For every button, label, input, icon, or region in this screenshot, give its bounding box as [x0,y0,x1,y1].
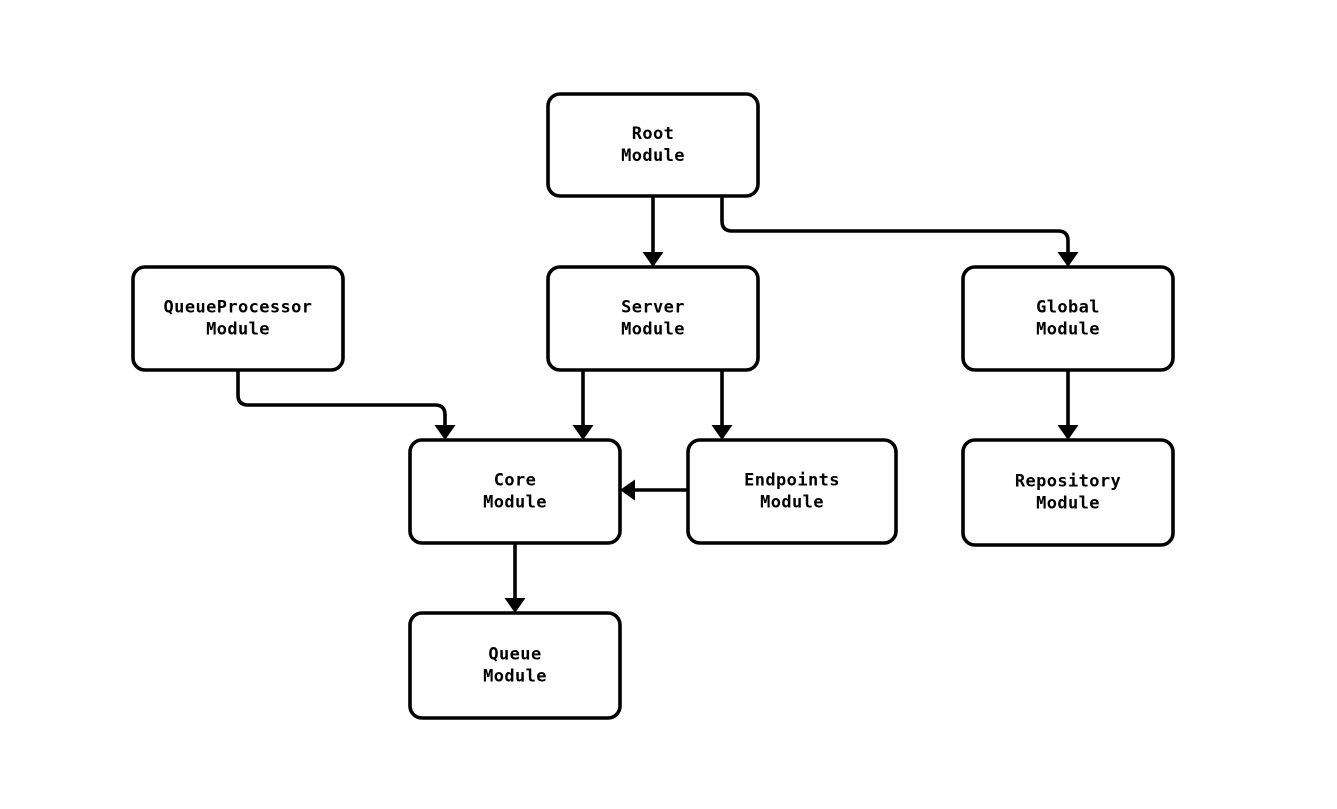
global-module-node-box[interactable] [961,265,1175,372]
arrowhead-icon [1057,425,1079,440]
nodes-layer: RootModuleQueueProcessorModuleServerModu… [131,92,1175,720]
core-module-node-box[interactable] [408,438,622,545]
edge-root-to-server [642,196,664,267]
queueprocessor-module-node-label-line2: Module [206,320,270,340]
edge-core-to-queue [504,543,526,613]
endpoints-module-node-label-line2: Module [760,493,824,513]
edge-global-to-repository [1057,370,1079,440]
edge-endpoints-to-core [620,479,688,501]
queue-module-node-label-line2: Module [483,667,547,687]
arrowhead-icon [1057,252,1079,267]
global-module-node-label-line1: Global [1036,298,1100,318]
edge-server-to-endpoints [711,370,733,440]
edge-server-to-core [572,370,594,440]
queueprocessor-module-node-box[interactable] [131,265,345,372]
repository-module-node-box[interactable] [961,438,1175,547]
arrowhead-icon [642,252,664,267]
server-module-node-label-line1: Server [621,298,685,318]
arrowhead-icon [572,425,594,440]
arrowhead-icon [504,598,526,613]
queueprocessor-module-node-label-line1: QueueProcessor [164,298,313,318]
queue-module-node-box[interactable] [408,611,622,720]
endpoints-module-node-box[interactable] [686,438,898,545]
server-module-node-box[interactable] [546,265,760,372]
queue-module-node-label-line1: Queue [488,645,541,665]
arrowhead-icon [711,425,733,440]
arrowhead-icon [620,479,635,501]
repository-module-node-label-line1: Repository [1015,472,1121,492]
endpoints-module-node-label-line1: Endpoints [744,471,840,491]
edge-queueprocessor-to-core-line [236,370,447,425]
core-module-node-label-line1: Core [494,471,537,491]
edges-layer [236,196,1079,613]
edge-root-to-global-line [720,196,1070,252]
arrowhead-icon [434,425,456,440]
server-module-node-label-line2: Module [621,320,685,340]
root-module-node-box[interactable] [546,92,760,198]
edge-queueprocessor-to-core [236,370,456,440]
edge-root-to-global [720,196,1079,267]
repository-module-node-label-line2: Module [1036,494,1100,514]
root-module-node-label-line1: Root [632,124,675,144]
core-module-node-label-line2: Module [483,493,547,513]
root-module-node-label-line2: Module [621,146,685,166]
global-module-node-label-line2: Module [1036,320,1100,340]
